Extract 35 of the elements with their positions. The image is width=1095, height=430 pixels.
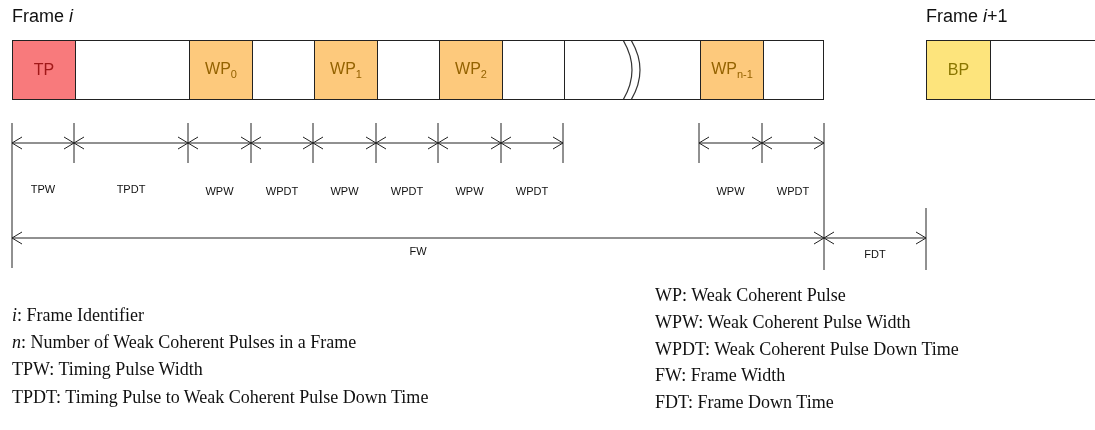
slot-label: TP bbox=[33, 61, 55, 79]
definition-note: WPW: Weak Coherent Pulse Width bbox=[655, 312, 911, 333]
dimension-label: WPDT bbox=[515, 185, 549, 197]
dimension-label: WPW bbox=[455, 185, 484, 197]
definition-note: WPDT: Weak Coherent Pulse Down Time bbox=[655, 339, 959, 360]
frame-heading: Frame i+1 bbox=[926, 6, 1008, 27]
dimension-label: WPW bbox=[330, 185, 359, 197]
pulse-slot bbox=[927, 41, 990, 99]
dimension-label: WPW bbox=[716, 185, 745, 197]
dimension-label: WPDT bbox=[265, 185, 299, 197]
pulse-slot bbox=[700, 41, 763, 99]
dimension-label: FDT bbox=[864, 248, 886, 260]
pulse-slot bbox=[13, 41, 75, 99]
definition-note: TPW: Timing Pulse Width bbox=[12, 359, 203, 380]
definition-note: WP: Weak Coherent Pulse bbox=[655, 285, 846, 306]
pulse-slot bbox=[189, 41, 252, 99]
slot-label: WP$_{1}$ bbox=[330, 59, 362, 81]
slot-label: BP bbox=[947, 61, 970, 79]
definition-note: i: Frame Identifier bbox=[12, 305, 144, 326]
dimension-label: WPDT bbox=[776, 185, 810, 197]
dimension-label: TPW bbox=[30, 183, 56, 195]
definition-note: FW: Frame Width bbox=[655, 365, 786, 386]
slot-label: WP$_{0}$ bbox=[205, 59, 237, 81]
pulse-slot bbox=[439, 41, 502, 99]
dimension-label: TPDT bbox=[116, 183, 146, 195]
dimension-label: FW bbox=[409, 245, 427, 257]
frame-heading: Frame i bbox=[12, 6, 73, 27]
definition-note: n: Number of Weak Coherent Pulses in a Frame bbox=[12, 332, 357, 353]
dimension-label: WPW bbox=[205, 185, 234, 197]
definition-note: TPDT: Timing Pulse to Weak Coherent Pulse Down Time bbox=[12, 387, 429, 408]
dimension-label: WPDT bbox=[390, 185, 424, 197]
slot-label: WP$_{n-1}$ bbox=[711, 59, 753, 81]
definition-note: FDT: Frame Down Time bbox=[655, 392, 834, 413]
slot-label: WP$_{2}$ bbox=[455, 59, 487, 81]
pulse-slot bbox=[314, 41, 377, 99]
